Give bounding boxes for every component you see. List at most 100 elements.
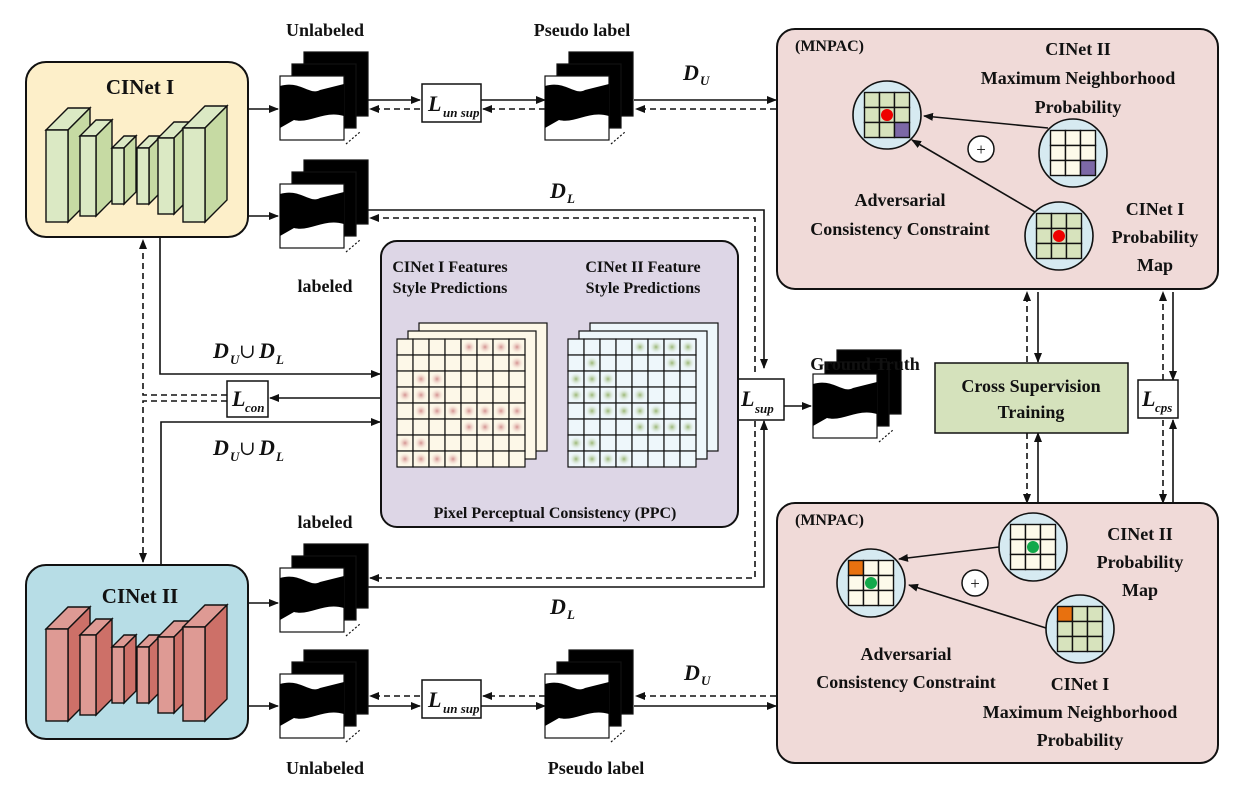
center-dot-icon	[1027, 541, 1039, 553]
grid-cell-activation	[585, 436, 599, 450]
grid-cell	[508, 450, 526, 468]
grid-cell-activation	[414, 372, 428, 386]
svg-text:Training: Training	[998, 402, 1065, 422]
svg-text:D: D	[258, 435, 275, 460]
acc-circle-bottom	[836, 548, 906, 618]
grid-cell	[647, 450, 665, 468]
svg-text:CINet II: CINet II	[1107, 524, 1173, 544]
svg-text:Map: Map	[1137, 255, 1173, 275]
stack-depth	[878, 429, 894, 443]
svg-text:L: L	[740, 386, 754, 411]
ppc-panel: CINet I Features Style Predictions CINet…	[380, 240, 739, 528]
prob-cell	[1039, 523, 1057, 541]
svg-text:D: D	[682, 60, 699, 85]
grid-cell-activation	[681, 420, 695, 434]
grid-cell	[508, 386, 526, 404]
layer-front	[111, 646, 125, 704]
prob-cell	[1056, 635, 1074, 653]
grid-cell	[396, 418, 414, 436]
prob-cell	[1049, 129, 1067, 147]
mnpac-bottom-tag: (MNPAC)	[795, 512, 864, 529]
svg-text:Consistency Constraint: Consistency Constraint	[816, 672, 996, 692]
grid-cell	[476, 386, 494, 404]
grid-cell	[444, 354, 462, 372]
grid-cell-activation	[633, 388, 647, 402]
grid-cell-activation	[649, 420, 663, 434]
mask-shape	[813, 382, 877, 426]
prob-cell	[893, 91, 911, 109]
grid-cell	[476, 450, 494, 468]
grid-cell-activation	[649, 340, 663, 354]
grid-cell	[647, 370, 665, 388]
label-bottom-pseudo: Pseudo label	[548, 758, 645, 778]
prob-cell	[847, 559, 865, 577]
encoder-decoder-icon	[44, 104, 229, 224]
prob-cell	[1050, 212, 1068, 230]
grid-cell-activation	[462, 340, 476, 354]
ppc-caption: Pixel Perceptual Consistency (PPC)	[434, 505, 677, 522]
grid-cell	[663, 450, 681, 468]
grid-cell	[583, 418, 601, 436]
svg-text:D: D	[549, 594, 566, 619]
svg-text:cps: cps	[1155, 400, 1172, 415]
grid-cell-activation	[633, 420, 647, 434]
prob-cell	[1064, 129, 1082, 147]
prob-cell	[862, 559, 880, 577]
prob-cell	[1086, 620, 1104, 638]
grid-cell	[444, 386, 462, 404]
cross-supervision-training: Cross Supervision Training	[934, 362, 1129, 434]
label-top-labeled: labeled	[297, 276, 352, 296]
connectors	[139, 96, 1177, 710]
grid-cell-activation	[510, 404, 524, 418]
grid-cell	[412, 338, 430, 356]
grid-cell	[679, 434, 697, 452]
grid-cell	[396, 402, 414, 420]
grid-cell	[663, 370, 681, 388]
grid-cell-activation	[569, 452, 583, 466]
svg-text:D: D	[212, 338, 229, 363]
grid-cell	[631, 434, 649, 452]
layer-side	[123, 134, 137, 206]
svg-text:Map: Map	[1122, 580, 1158, 600]
svg-text:U: U	[700, 73, 710, 88]
center-dot-icon	[865, 577, 877, 589]
grid-cell-activation	[601, 452, 615, 466]
svg-text:Probability: Probability	[1112, 227, 1199, 247]
stack-depth	[345, 239, 361, 253]
grid-cell	[492, 370, 510, 388]
prob-cell	[1079, 129, 1097, 147]
prob-cell	[863, 121, 881, 139]
prob-cell	[1079, 159, 1097, 177]
svg-text:sup: sup	[754, 401, 774, 416]
prob-cell	[1064, 144, 1082, 162]
grid-cell-activation	[494, 420, 508, 434]
grid-cell-activation	[398, 388, 412, 402]
prob-cell	[893, 106, 911, 124]
prob-cell	[1071, 635, 1089, 653]
svg-text:Adversarial: Adversarial	[861, 644, 952, 664]
prob-cell	[1049, 144, 1067, 162]
cinet-2-title: CINet II	[102, 584, 178, 608]
grid-cell-activation	[585, 452, 599, 466]
grid-cell-activation	[414, 436, 428, 450]
grid-cell	[631, 354, 649, 372]
grid-cell	[567, 354, 585, 372]
grid-cell	[599, 354, 617, 372]
svg-text:D: D	[258, 338, 275, 363]
prob-cell	[1009, 523, 1027, 541]
grid-cell	[428, 434, 446, 452]
svg-text:L: L	[566, 607, 575, 622]
stack-depth	[610, 131, 626, 145]
grid-cell	[647, 386, 665, 404]
svg-text:L: L	[566, 191, 575, 206]
mask-shape	[280, 192, 344, 236]
svg-text:L: L	[231, 386, 245, 411]
image-stack-top-pseudo	[544, 51, 634, 145]
svg-text:con: con	[245, 400, 265, 415]
grid-cell	[679, 402, 697, 420]
grid-cell	[615, 354, 633, 372]
image-stack-bottom-pseudo	[544, 649, 634, 743]
